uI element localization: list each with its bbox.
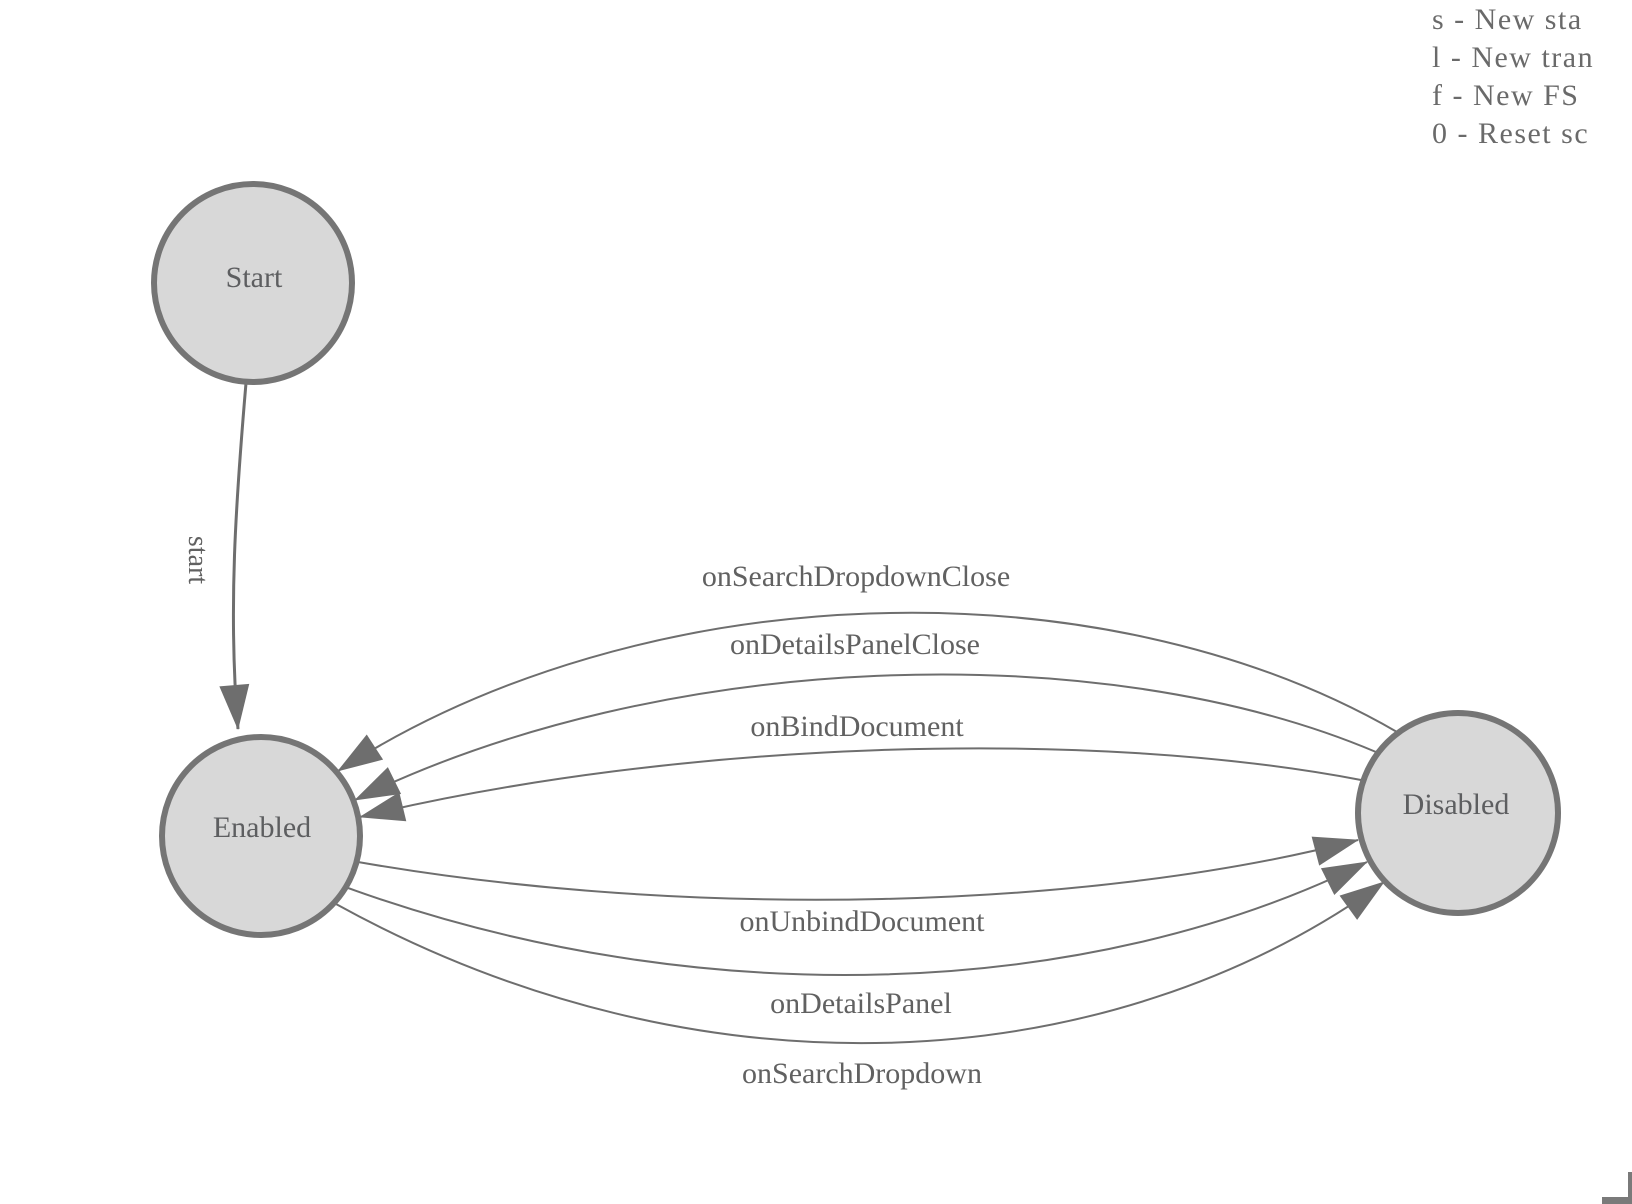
- legend-line-new-fsm: f - New FS: [1432, 79, 1580, 112]
- edge-onBindDocument: [359, 747, 1362, 822]
- edge-onSearchDropdown: [335, 881, 1385, 1045]
- edge-label-onUnbindDocument: onUnbindDocument: [739, 905, 985, 938]
- edge-label-onSearchDropdown: onSearchDropdown: [742, 1057, 982, 1090]
- state-label-disabled: Disabled: [1402, 788, 1510, 821]
- edge-start-to-enabled: [219, 382, 250, 730]
- edge-label-onBindDocument: onBindDocument: [750, 710, 964, 743]
- legend-line-new-transition: l - New tran: [1432, 41, 1595, 74]
- edge-onUnbindDocument: [357, 836, 1359, 901]
- edge-label-onDetailsPanel: onDetailsPanel: [770, 987, 952, 1020]
- legend-line-reset: 0 - Reset sc: [1432, 117, 1590, 150]
- edge-onDetailsPanel: [347, 861, 1368, 976]
- edge-label-onDetailsPanelClose: onDetailsPanelClose: [730, 628, 980, 661]
- edge-label-onSearchDropdownClose: onSearchDropdownClose: [701, 560, 1011, 593]
- edge-label-start: start: [182, 535, 213, 585]
- canvas-corner-horizontal: [1602, 1197, 1632, 1204]
- state-label-start: Start: [225, 261, 283, 294]
- state-node-enabled[interactable]: [159, 734, 363, 938]
- state-node-start[interactable]: [151, 181, 355, 385]
- shortcuts-legend: s - New sta l - New tran f - New FS 0 - …: [1432, 1, 1594, 153]
- state-label-enabled: Enabled: [212, 811, 312, 844]
- edge-onDetailsPanelClose: [354, 673, 1377, 801]
- state-node-disabled[interactable]: [1355, 710, 1561, 916]
- edge-onSearchDropdownClose: [337, 611, 1398, 772]
- canvas-corner-vertical: [1628, 1172, 1632, 1204]
- legend-line-new-state: s - New sta: [1432, 3, 1583, 36]
